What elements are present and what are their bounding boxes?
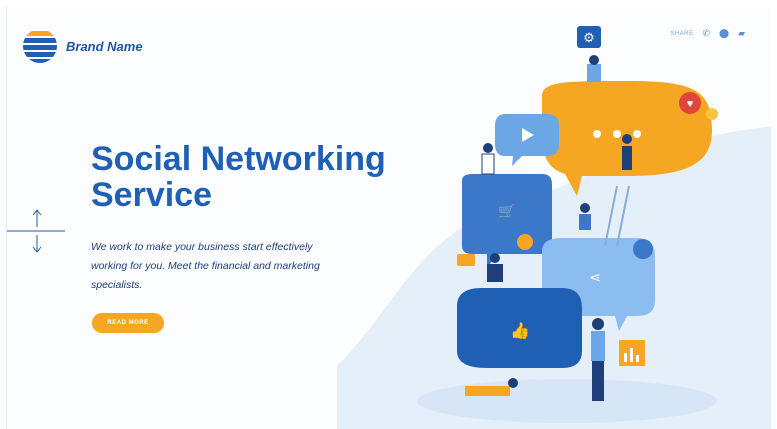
title-line-1: Social Networking xyxy=(91,140,386,178)
brand-logo[interactable]: Brand Name xyxy=(22,28,143,64)
cart-bubble xyxy=(462,174,552,268)
heart-icon xyxy=(679,92,701,114)
share-label: SHARE xyxy=(670,30,694,37)
brand-logo-icon xyxy=(23,31,57,63)
brand-name: Brand Name xyxy=(66,38,143,54)
badge-icon xyxy=(517,234,533,250)
svg-text:👍: 👍 xyxy=(510,321,530,340)
top-nav: SHARE ✆ ⬤ ▰ xyxy=(670,28,745,39)
play-icon xyxy=(522,128,534,142)
gear-icon xyxy=(577,26,601,48)
title-line-2: Service xyxy=(91,176,212,214)
like-bubble xyxy=(457,288,582,368)
svg-text:⋖: ⋖ xyxy=(589,269,601,285)
svg-text:⚙: ⚙ xyxy=(583,30,595,45)
social-network-illustration: ⚙ 🛒 ⋖ 👍 ♥ xyxy=(337,26,771,429)
landing-page: Brand Name SHARE ✆ ⬤ ▰ Social Networking… xyxy=(6,6,771,429)
svg-text:♥: ♥ xyxy=(687,98,694,110)
user-profile-icon xyxy=(633,239,653,259)
location-pin-icon[interactable]: ⬤ xyxy=(719,28,730,38)
svg-text:🛒: 🛒 xyxy=(498,203,515,220)
read-more-button[interactable]: READ MORE xyxy=(92,313,164,333)
people-figures xyxy=(465,55,632,401)
chat-icon[interactable]: ▰ xyxy=(738,28,745,38)
scroll-indicator-icon[interactable] xyxy=(7,201,67,261)
phone-icon[interactable]: ✆ xyxy=(702,28,710,38)
smiley-icon xyxy=(706,108,718,120)
tag-icon xyxy=(457,254,475,266)
hero-description: We work to make your business start effe… xyxy=(91,241,320,291)
